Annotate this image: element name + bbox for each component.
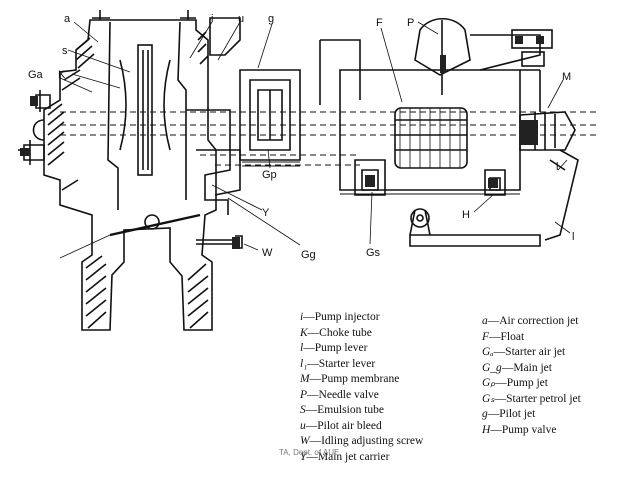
label-l: l	[572, 231, 574, 243]
label-i: i	[211, 13, 213, 25]
label-W: W	[262, 247, 273, 259]
legend-item: l₁—Starter lever	[300, 357, 376, 370]
label-a: a	[64, 13, 71, 25]
label-u: u	[238, 13, 244, 25]
label-Y: Y	[262, 207, 270, 219]
legend-item: S—Emulsion tube	[300, 404, 385, 416]
label-P: P	[407, 17, 414, 29]
label-g: g	[268, 13, 274, 25]
legend-item: Y—Main jet carrier	[300, 450, 390, 463]
legend-item: Gₚ—Pump jet	[482, 377, 548, 389]
legend-item: K—Choke tube	[300, 326, 372, 339]
starter-lever	[409, 234, 541, 247]
legend-item: g—Pilot jet	[482, 408, 536, 420]
label-K: K	[58, 69, 66, 81]
label-F: F	[376, 17, 383, 29]
legend-item: F—Float	[482, 330, 525, 343]
label-H: H	[462, 209, 470, 221]
legend-left: i—Pump injector K—Choke tube l—Pump leve…	[300, 310, 423, 465]
legend-item: W—Idling adjusting screw	[300, 435, 424, 447]
legend-item: G_g—Main jet	[482, 361, 552, 374]
legend-item: a—Air correction jet	[482, 315, 579, 327]
legend-item: i—Pump injector	[300, 311, 380, 323]
label-l1: l	[556, 161, 558, 173]
emulsion-tube	[137, 44, 153, 176]
legend-item: M—Pump membrane	[300, 373, 400, 385]
watermark: TA, Dept. of AUE	[279, 448, 340, 457]
label-Gp: Gp	[262, 169, 277, 181]
label-M: M	[562, 71, 571, 83]
throttle-plate	[109, 213, 201, 237]
legend-item: H—Pump valve	[482, 423, 557, 436]
legend-item: P—Needle valve	[300, 388, 379, 401]
float	[394, 107, 468, 169]
legend-item: Gₛ—Starter petrol jet	[482, 392, 581, 405]
legend-item: Gₐ—Starter air jet	[482, 346, 566, 358]
legend-item: u—Pilot air bleed	[300, 419, 382, 432]
label-s: s	[62, 45, 68, 57]
legend-right: a—Air correction jet F—Float Gₐ—Starter …	[482, 314, 581, 438]
label-Ga: Ga	[28, 69, 44, 81]
label-Gg: Gg	[301, 249, 316, 261]
air-inlet	[92, 10, 196, 20]
pilot-jet-housing	[239, 69, 301, 161]
needle-valve	[414, 17, 471, 76]
legend-item: l—Pump lever	[300, 342, 368, 354]
pump-lever	[544, 149, 579, 241]
main-jet-carrier	[186, 109, 231, 215]
label-Gs: Gs	[366, 247, 381, 259]
barrel-outline	[43, 19, 217, 331]
